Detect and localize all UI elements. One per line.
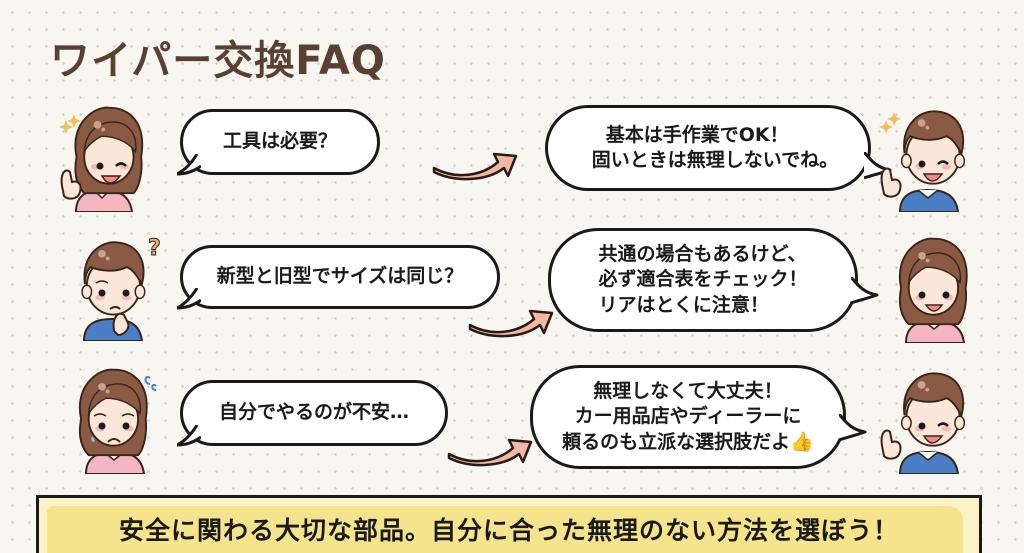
footer-highlight <box>47 506 963 553</box>
woman-worried-avatar <box>64 364 164 475</box>
faq-row-2: ? 新型と旧型でサイズは同じ？ 共通の場合もあるけど、 必ず適合表をチェック！ … <box>0 225 1024 355</box>
bubble-tail <box>177 288 201 310</box>
page-title: ワイパー交換FAQ <box>50 38 386 84</box>
man-winking-thumbs-up-avatar <box>876 364 976 475</box>
woman-smiling-avatar <box>884 233 984 344</box>
answer-text-line: 必ず適合表をチェック！ <box>598 268 808 291</box>
question-bubble-2: 新型と旧型でサイズは同じ？ <box>177 245 500 310</box>
woman-winking-thumbs-up-avatar <box>50 102 150 213</box>
bubble-tail <box>851 277 879 305</box>
answer-text-line: 基本は手作業でOK！ <box>605 123 789 146</box>
bubble-tail <box>839 414 867 442</box>
arrow-right-icon <box>468 309 554 338</box>
answer-text-line: 共通の場合もあるけど、 <box>598 243 807 266</box>
answer-bubble-2: 共通の場合もあるけど、 必ず適合表をチェック！ リアはとくに注意！ <box>548 228 879 332</box>
faq-row-1: 工具は必要？ 基本は手作業でOK！ 固いときは無理しないでね。 <box>0 100 1024 230</box>
arrow-right-icon <box>447 438 533 467</box>
answer-text-line: カー用品店やディーラーに <box>574 405 802 428</box>
footer-banner: 安全に関わる大切な部品。自分に合った無理のない方法を選ぼう！ <box>36 495 982 553</box>
arrow-right-icon <box>432 152 518 181</box>
answer-text-line: 固いときは無理しないでね。 <box>591 149 839 171</box>
faq-row-3: 自分でやるのが不安… 無理しなくて大丈夫！ カー用品店やディーラーに 頼るのも立… <box>0 360 1024 490</box>
sweat-drops-icon <box>144 376 157 391</box>
man-winking-thumbs-up-avatar <box>876 102 976 213</box>
question-bubble-1: 工具は必要？ <box>177 109 380 176</box>
question-text: 工具は必要？ <box>222 130 337 153</box>
footer-text: 安全に関わる大切な部品。自分に合った無理のない方法を選ぼう！ <box>118 516 899 545</box>
question-bubble-3: 自分でやるのが不安… <box>177 380 448 447</box>
answer-bubble-3: 無理しなくて大丈夫！ カー用品店やディーラーに 頼るのも立派な選択肢だよ👍 <box>530 365 867 469</box>
question-text: 新型と旧型でサイズは同じ？ <box>216 265 464 288</box>
answer-text-line: 頼るのも立派な選択肢だよ👍 <box>562 430 814 453</box>
answer-bubble-1: 基本は手作業でOK！ 固いときは無理しないでね。 <box>545 105 892 191</box>
answer-text-line: リアはとくに注意！ <box>598 293 769 316</box>
man-thinking-avatar: ? <box>64 231 164 342</box>
answer-text-line: 無理しなくて大丈夫！ <box>593 380 783 403</box>
bubble-tail <box>177 425 201 447</box>
question-text: 自分でやるのが不安… <box>218 401 409 424</box>
question-mark-icon: ? <box>148 236 161 261</box>
bubble-tail <box>177 154 201 176</box>
